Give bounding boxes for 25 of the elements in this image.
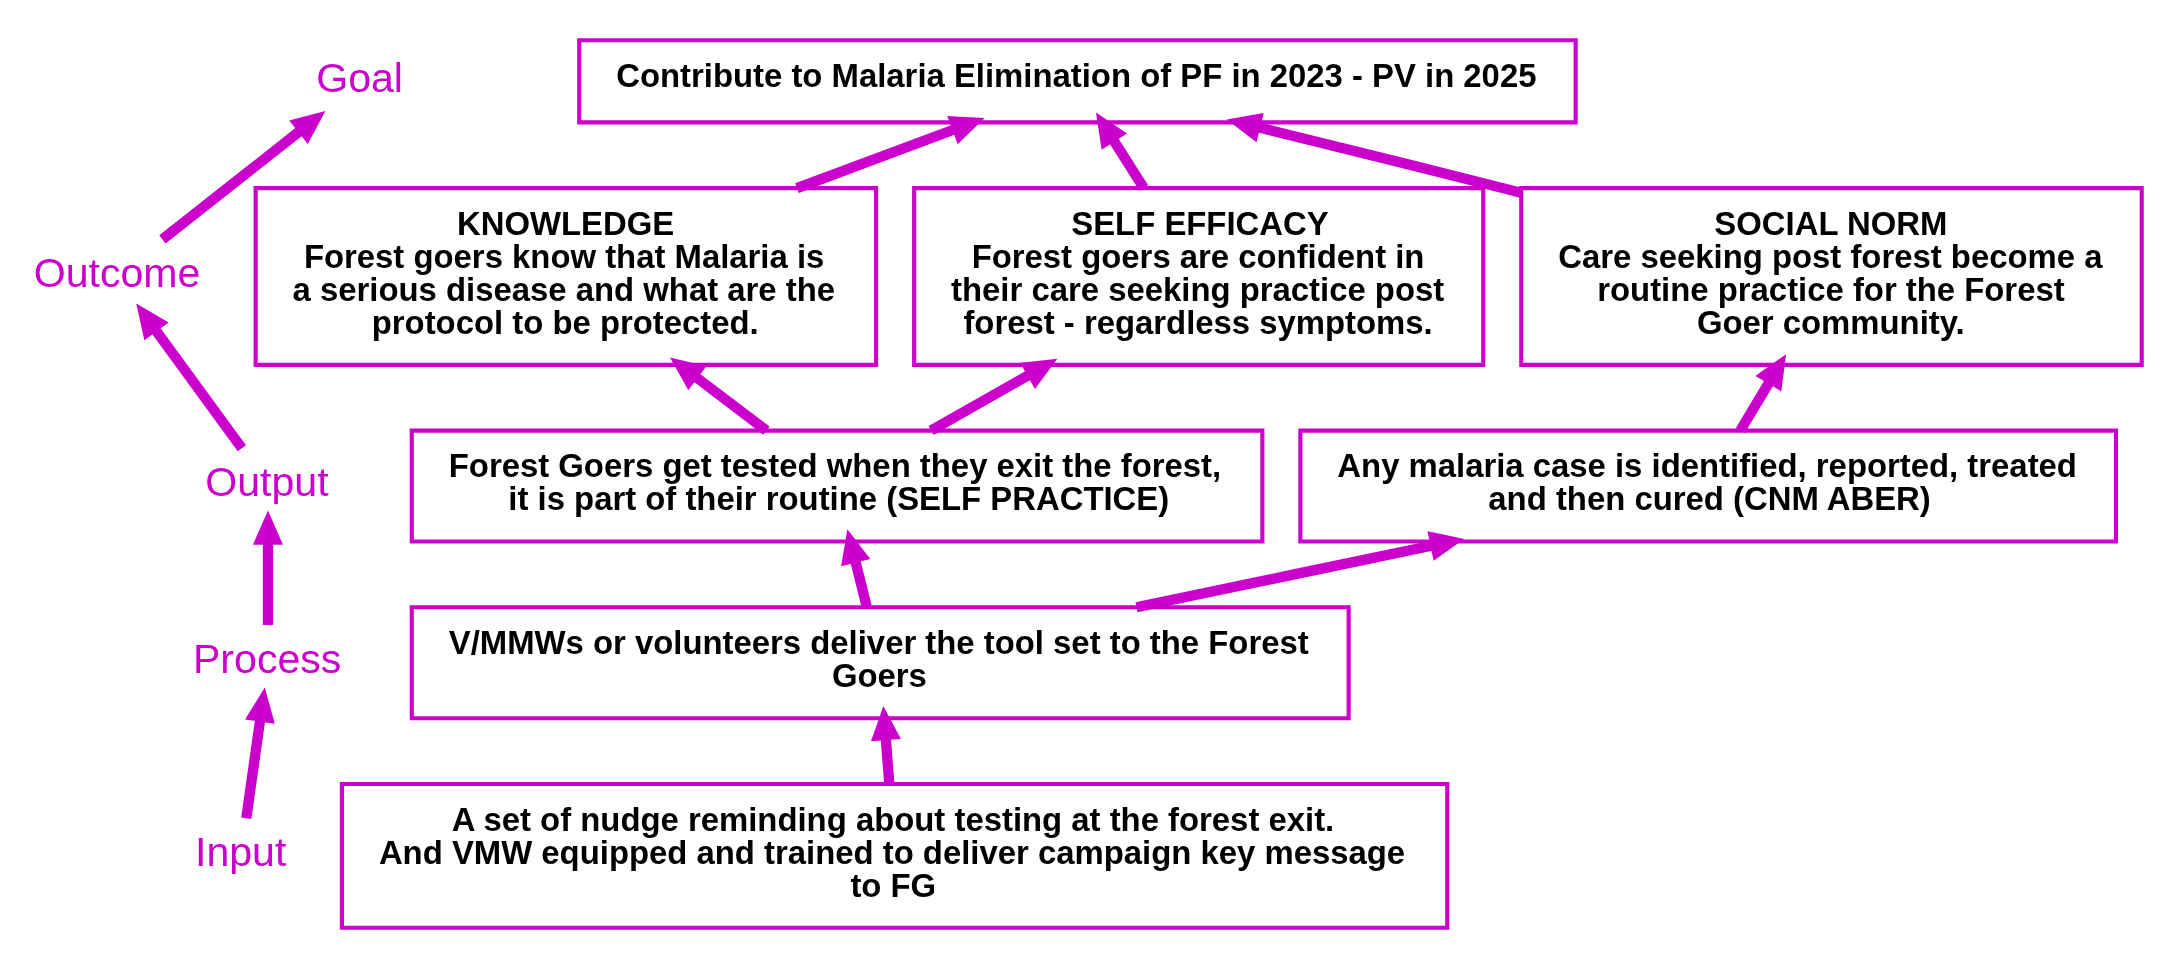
node-box: Contribute to Malaria Elimination of PF in 2023 - PV in 2025 [577, 37, 1578, 124]
node-text: Input [195, 828, 287, 875]
node-box: Forest Goers get tested when they exit the forest, it is part of their routine (SELF PRACTICE) [409, 428, 1265, 544]
arrow [1135, 530, 1465, 612]
arrow [159, 110, 326, 243]
node-box: V/MMWs or volunteers deliver the tool set to the Forest Goers [409, 604, 1351, 720]
arrow [136, 303, 246, 451]
arrow [1226, 112, 1523, 198]
arrow [241, 687, 275, 819]
arrow [928, 358, 1058, 435]
arrow [795, 115, 985, 193]
arrow [1095, 112, 1149, 191]
arrow [252, 509, 283, 625]
node-box: A set of nudge reminding about testing at the forest exit. And VMW equipped and trained to deliver campaign key message to FG [339, 781, 1450, 930]
node-box: Any malaria case is identified, reported, treated and then cured (CNM ABER) [1298, 428, 2119, 544]
node-text: Output [205, 458, 329, 505]
arrow [1735, 353, 1787, 433]
node-box: SOCIAL NORM Care seeking post forest become a routine practice for the Forest Goer community. [1519, 185, 2144, 367]
node-text: Goal [316, 54, 404, 101]
arrow [870, 705, 901, 784]
node-text: Process [192, 635, 342, 682]
node-text: Outcome [33, 249, 201, 296]
arrow [841, 528, 872, 608]
node-box: SELF EFFICACY Forest goers are confident in their care seeking practice post forest - regardless symptoms. [912, 185, 1486, 367]
node-box: KNOWLEDGE Forest goers know that Malaria is a serious disease and what are the protocol to be protected. [253, 185, 879, 367]
